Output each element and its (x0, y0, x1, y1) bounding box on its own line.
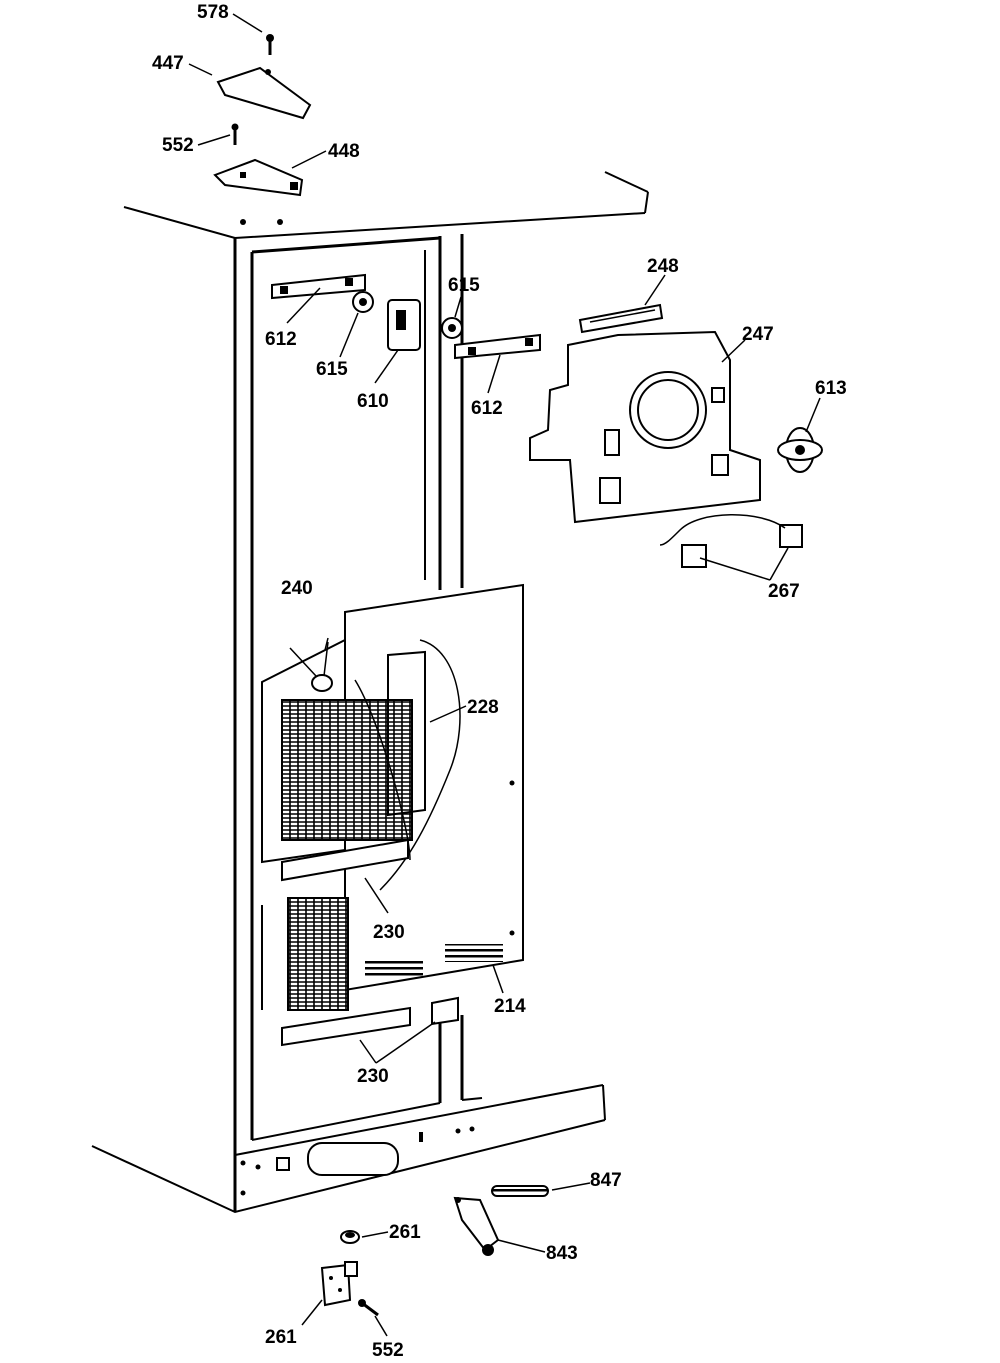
fan-motor-harness-267 (659, 514, 803, 568)
label-230-upper: 230 (373, 922, 405, 943)
bracket-612-left (271, 273, 366, 300)
label-612-right: 612 (471, 398, 503, 419)
label-448: 448 (328, 141, 360, 162)
label-261-hinge: 261 (265, 1327, 297, 1348)
label-261-small: 261 (389, 1222, 421, 1243)
label-615-left: 615 (316, 359, 348, 380)
hinge-cover-447 (216, 66, 312, 120)
label-610: 610 (357, 391, 389, 412)
defrost-heater-230-lower (281, 996, 459, 1047)
grommet-615-right (441, 317, 463, 339)
screw-578 (266, 34, 274, 55)
fan-blade-613 (777, 427, 823, 473)
label-552-top: 552 (162, 135, 194, 156)
fan-shroud-247 (529, 330, 761, 524)
defrost-heater-230-upper (281, 838, 409, 882)
label-447: 447 (152, 53, 184, 74)
label-552-bottom: 552 (372, 1340, 404, 1361)
label-612-left: 612 (265, 329, 297, 350)
label-615-right: 615 (448, 275, 480, 296)
thermostat-610 (387, 299, 421, 351)
grommet-615-left (352, 291, 374, 313)
label-247: 247 (742, 324, 774, 345)
bottom-hinge-261 (320, 1261, 358, 1307)
heater-240 (289, 637, 333, 692)
label-843: 843 (546, 1243, 578, 1264)
label-248: 248 (647, 256, 679, 277)
screw-552-bottom (358, 1299, 379, 1317)
label-613: 613 (815, 378, 847, 399)
evaporator-228 (261, 638, 461, 891)
label-240: 240 (281, 578, 313, 599)
label-267: 267 (768, 581, 800, 602)
label-578: 578 (197, 2, 229, 23)
spring-847 (491, 1185, 549, 1197)
bracket-612-right (454, 333, 541, 360)
label-847: 847 (590, 1170, 622, 1191)
label-230-lower: 230 (357, 1066, 389, 1087)
leader-lines (188, 13, 821, 1337)
top-hinge-448 (213, 158, 304, 197)
label-228: 228 (467, 697, 499, 718)
bushing-261-small (340, 1230, 360, 1244)
part-labels: 578 447 552 448 248 247 613 612 615 610 … (152, 2, 847, 1361)
lower-evaporator (261, 897, 349, 1011)
hinge-pin-843 (453, 1196, 500, 1256)
label-214: 214 (494, 996, 526, 1017)
screw-552-top (231, 123, 239, 145)
refrigerator-cabinet (91, 171, 649, 1214)
cover-248 (578, 303, 664, 334)
